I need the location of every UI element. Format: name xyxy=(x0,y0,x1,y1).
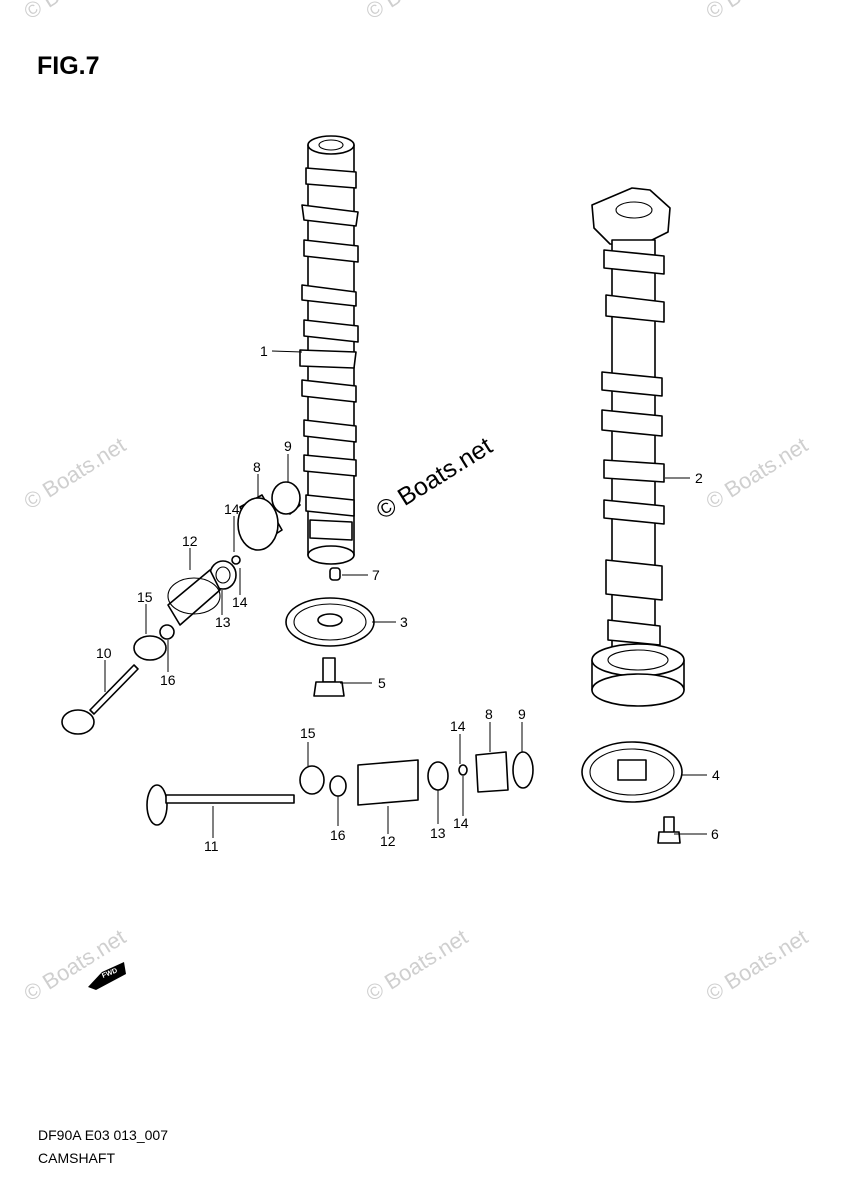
callout-6: 6 xyxy=(711,826,719,842)
callout-13: 13 xyxy=(215,614,231,630)
callout-3: 3 xyxy=(400,614,408,630)
watermark-copyright: © xyxy=(701,0,728,24)
callout-12: 12 xyxy=(182,533,198,549)
forward-badge: FWD xyxy=(88,962,126,990)
callout-13: 13 xyxy=(430,825,446,841)
watermark-text: Boats.net xyxy=(38,924,130,994)
sprocket-exhaust xyxy=(581,741,683,803)
figure-title: FIG.7 xyxy=(37,52,100,80)
callout-14: 14 xyxy=(232,594,248,610)
valve-assembly-lower xyxy=(146,751,534,826)
callout-8: 8 xyxy=(253,459,261,475)
watermark-text: Boats.net xyxy=(38,0,130,13)
watermark-text: Boats.net xyxy=(38,432,130,502)
callout-14: 14 xyxy=(450,718,466,734)
watermark-copyright: © xyxy=(19,0,46,24)
watermark-text: Boats.net xyxy=(380,0,472,13)
callout-1: 1 xyxy=(260,343,268,359)
watermark-center: © Boats.net xyxy=(371,432,497,525)
watermark-copyright: © xyxy=(361,0,388,24)
sprocket-intake xyxy=(285,597,375,647)
bolt-6 xyxy=(657,816,681,844)
callout-12: 12 xyxy=(380,833,396,849)
callout-14: 14 xyxy=(224,501,240,517)
watermarks: ©Boats.net ©Boats.net ©Boats.net ©Boats.… xyxy=(19,0,812,1006)
callout-8: 8 xyxy=(485,706,493,722)
callout-15: 15 xyxy=(137,589,153,605)
footer-diagram-name: CAMSHAFT xyxy=(38,1150,115,1166)
callout-5: 5 xyxy=(378,675,386,691)
callout-7: 7 xyxy=(372,567,380,583)
callout-10: 10 xyxy=(96,645,112,661)
watermark-text: Boats.net xyxy=(720,0,812,13)
footer-diagram-code: DF90A E03 013_007 xyxy=(38,1127,168,1143)
callout-14: 14 xyxy=(453,815,469,831)
callout-15: 15 xyxy=(300,725,316,741)
callout-9: 9 xyxy=(518,706,526,722)
leader-lines xyxy=(104,350,707,838)
callout-16: 16 xyxy=(330,827,346,843)
valve-assembly-upper xyxy=(61,481,301,735)
watermark-text: Boats.net xyxy=(380,924,472,994)
camshaft-intake xyxy=(299,135,359,565)
bolt-5 xyxy=(313,657,345,697)
pin-7 xyxy=(329,567,341,581)
callout-11: 11 xyxy=(204,838,219,854)
callouts: 1 2 3 4 5 6 7 8 9 14 14 12 13 15 16 10 1… xyxy=(96,343,720,854)
callout-2: 2 xyxy=(695,470,703,486)
callout-16: 16 xyxy=(160,672,176,688)
watermark-text: Boats.net xyxy=(720,432,812,502)
watermark-text: Boats.net xyxy=(720,924,812,994)
callout-4: 4 xyxy=(712,767,720,783)
callout-9: 9 xyxy=(284,438,292,454)
camshaft-exhaust xyxy=(591,187,685,707)
